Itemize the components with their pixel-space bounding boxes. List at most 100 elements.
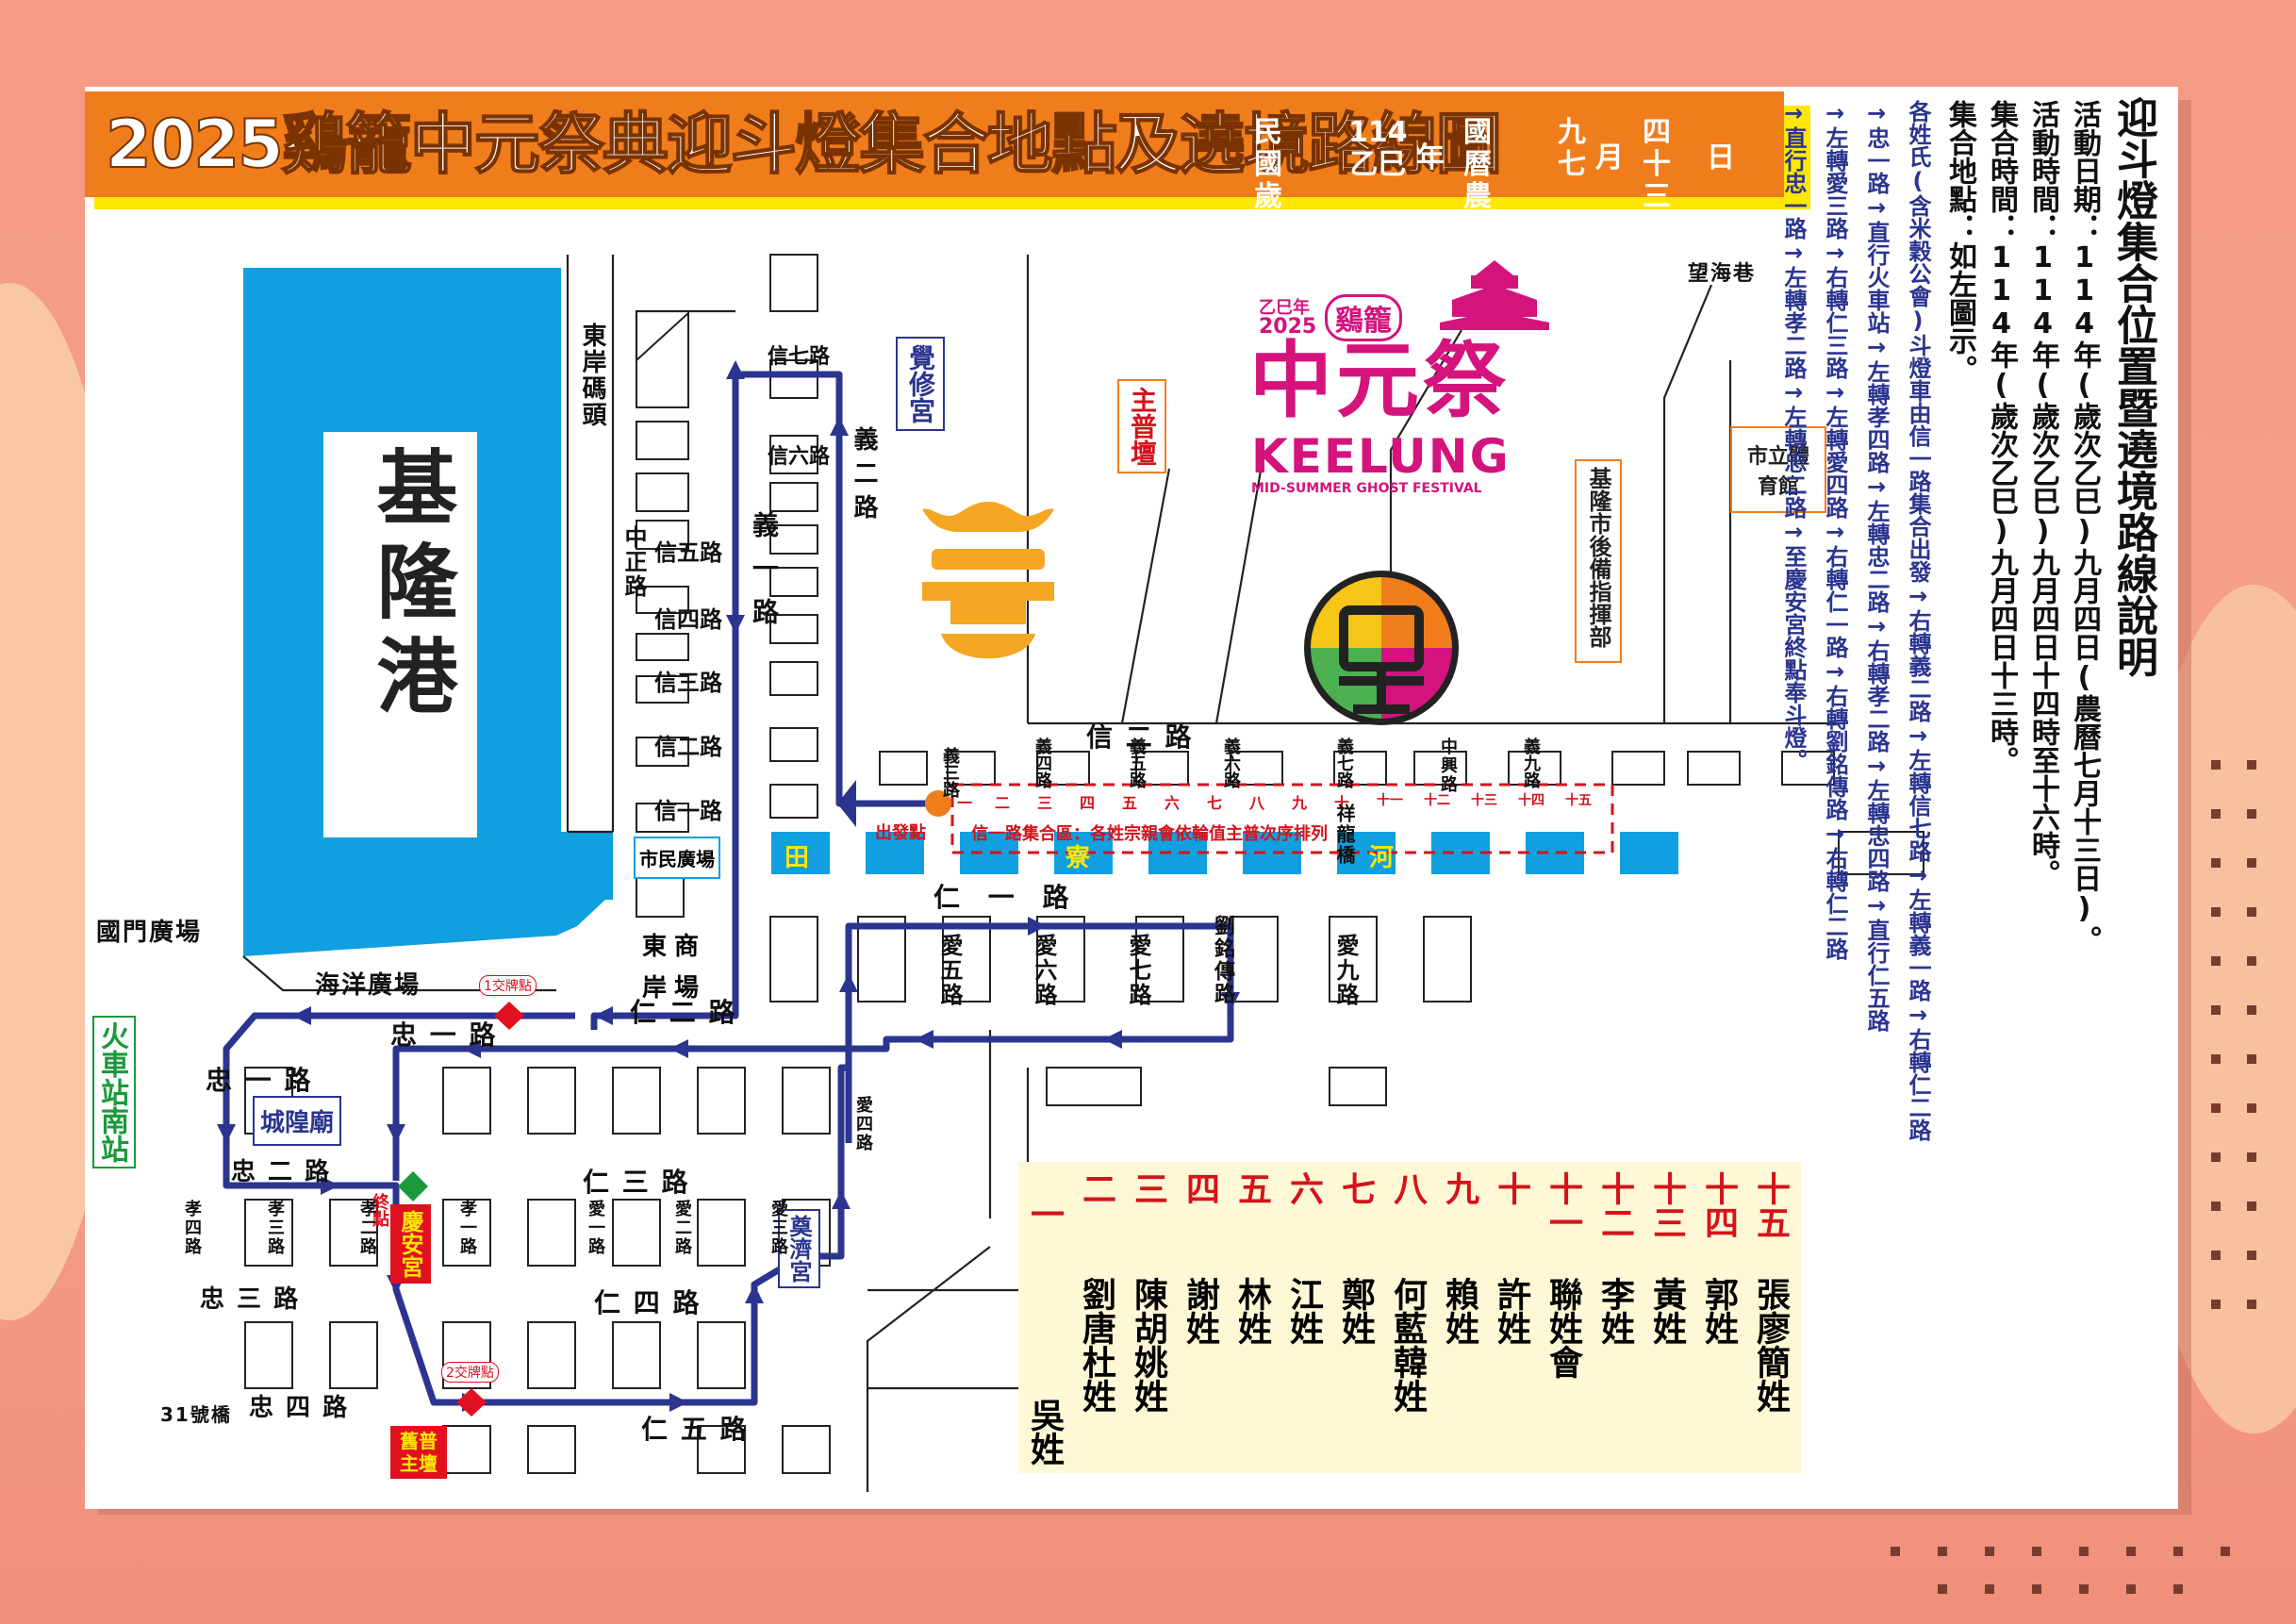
- header-bar: [85, 91, 1784, 197]
- bridge31-label: 31號橋: [160, 1403, 232, 1426]
- day-lunar: 十三: [1643, 148, 1671, 213]
- dongan-pier-label: 東岸碼頭: [578, 323, 606, 428]
- slot-number: 十一: [1377, 793, 1403, 808]
- info-route-3: →左轉愛三路→右轉仁三路→左轉愛四路→右轉仁一路→右轉劉銘傳路→右轉仁二路: [1822, 100, 1848, 960]
- assembly-zone: [950, 783, 1614, 854]
- road-ai3: 愛三路: [768, 1200, 788, 1256]
- legend-number: 十二: [1595, 1171, 1634, 1239]
- crossing-1-diamond: [494, 1002, 524, 1030]
- legend-name: 鄭姓: [1336, 1277, 1375, 1345]
- slot-number: 二: [995, 794, 1011, 812]
- info-route-1: 各姓氏(含米穀公會)斗燈車由信一路集合出發→右轉義二路→左轉信七路→左轉義一路→…: [1905, 100, 1931, 1141]
- train-south-label: 火車站南站: [92, 1016, 136, 1168]
- juexiu-label: 覺修宮: [896, 337, 945, 431]
- day-national: 四: [1643, 116, 1671, 149]
- era-roc: 民國: [1254, 116, 1282, 181]
- start-label: 出發點: [875, 823, 926, 843]
- legend-name: 郭姓: [1699, 1277, 1738, 1345]
- zhongzheng-label: 中正路: [620, 525, 647, 599]
- dongshang-label: 東商岸場: [641, 933, 706, 1003]
- info-panel: 迎斗燈集合位置暨遶境路線說明 活動日期：114年(歲次乙巳)九月四日(農曆七月十…: [1780, 96, 2159, 1492]
- legend-number: 一: [1025, 1197, 1064, 1231]
- zhupu-label: 主普壇: [1117, 379, 1166, 473]
- road-yi5: 義五路: [1127, 737, 1147, 788]
- tianliao-1: 田: [785, 844, 810, 872]
- wanghai-label: 望海巷: [1688, 262, 1757, 286]
- road-yi7: 義七路: [1334, 737, 1354, 788]
- citizen-plaza-label: 市民廣場: [634, 837, 720, 879]
- endpoint-diamond: [398, 1171, 428, 1201]
- legend-name: 謝姓: [1181, 1277, 1219, 1345]
- slot-number: 十: [1334, 794, 1350, 812]
- month-lunar: 七: [1558, 148, 1586, 181]
- temple-icon: [1440, 260, 1549, 330]
- road-zhong4: 忠 四 路: [249, 1394, 350, 1422]
- era-cycle: 歲次: [1254, 180, 1282, 245]
- clan-emblem-icon: [922, 502, 1054, 659]
- legend-number: 十一: [1544, 1171, 1582, 1239]
- month-char: 月: [1595, 141, 1624, 174]
- road-yi9: 義九路: [1521, 737, 1541, 788]
- legend-name: 聯姓會: [1544, 1277, 1582, 1379]
- road-xiao2: 孝二路: [357, 1200, 377, 1256]
- qingan-label: 慶安宮: [390, 1204, 431, 1284]
- crossing-1-label: 1交牌點: [479, 975, 537, 996]
- gym-label: 市立體育館: [1730, 426, 1826, 513]
- road-ren1: 仁 一 路: [933, 882, 1079, 913]
- legend-number: 二: [1077, 1171, 1115, 1205]
- endpoint-label: 終點: [370, 1193, 389, 1227]
- road-xin3: 信三路: [654, 670, 722, 696]
- logo-sub: MID-SUMMER GHOST FESTIVAL: [1251, 481, 1482, 496]
- road-ren3: 仁 三 路: [583, 1167, 690, 1198]
- road-liuming: 劉銘傳路: [1211, 915, 1234, 1005]
- slot-number: 七: [1207, 794, 1223, 812]
- tianliao-2: 寮: [1065, 844, 1091, 872]
- legend-number: 十五: [1751, 1171, 1790, 1239]
- info-route-4: →直行忠一路→左轉孝二路→左轉忠二路→至慶安宮終點奉斗燈。: [1780, 100, 1807, 771]
- cal-national: 國曆: [1463, 116, 1492, 181]
- legend-number: 五: [1232, 1171, 1271, 1205]
- oldzhupu-label: 舊普主壇: [390, 1426, 447, 1479]
- road-ai5: 愛五路: [936, 934, 963, 1007]
- slot-number: 四: [1080, 794, 1096, 812]
- road-ai6: 愛六路: [1031, 934, 1057, 1007]
- header-title: 2025鷄籠中元祭典迎斗燈集合地點及遶境路線圖: [105, 105, 1503, 184]
- assembly-slot-numbers: 一 二 三 四 五 六 七 八 九 十 十一 十二 十三 十四 十五: [957, 787, 1617, 820]
- legend-name: 黃姓: [1647, 1277, 1686, 1345]
- info-route-2: →忠一路→直行火車站→左轉孝四路→左轉忠二路→右轉孝二路→左轉忠四路→直行仁五路: [1863, 100, 1890, 1032]
- legend-name: 何藍韓姓: [1388, 1277, 1427, 1413]
- road-ren4: 仁 四 路: [594, 1287, 702, 1318]
- month-national: 九: [1558, 116, 1586, 149]
- year-ganzhi: 乙巳: [1349, 148, 1407, 181]
- ocean-plaza-label: 海洋廣場: [315, 971, 421, 1000]
- day-char: 日: [1707, 141, 1735, 174]
- road-xiao3: 孝三路: [265, 1200, 285, 1256]
- logo-keelung: KEELUNG: [1251, 429, 1511, 484]
- road-xiao1: 孝一路: [457, 1200, 477, 1256]
- logo-main: 中元祭: [1249, 332, 1511, 429]
- road-xin4: 信四路: [654, 606, 722, 633]
- slot-number: 十三: [1471, 793, 1497, 808]
- slot-number: 五: [1122, 794, 1138, 812]
- legend-names-row: 吳姓 劉唐杜姓 陳胡姚姓 謝姓 林姓 江姓 鄭姓 何藍韓姓 賴姓 許姓 聯姓會 …: [1018, 1277, 1801, 1466]
- start-point-dot: [925, 790, 951, 817]
- tianliao-river: [771, 832, 1678, 874]
- legend-numbers-row: 一 二 三 四 五 六 七 八 九 十 十一 十二 十三 十四 十五: [1018, 1171, 1801, 1256]
- legend-name: 劉唐杜姓: [1077, 1277, 1115, 1413]
- info-gather-time: 集合時間：114年(歲次乙巳)九月四日十三時。: [1985, 100, 2018, 774]
- year-number: 114: [1348, 116, 1408, 149]
- road-yi6: 義六路: [1221, 737, 1241, 788]
- legend-name: 江姓: [1284, 1277, 1323, 1345]
- road-xiao4: 孝四路: [182, 1200, 202, 1256]
- command-label: 基隆市後備指揮部: [1575, 459, 1622, 663]
- legend-number: 八: [1388, 1171, 1427, 1205]
- legend-number: 十四: [1699, 1171, 1738, 1239]
- crossing-2-label: 2交牌點: [441, 1362, 499, 1383]
- logo-small-year-label: 乙巳年: [1259, 298, 1310, 318]
- legend-number: 六: [1284, 1171, 1323, 1205]
- assembly-label: 信一路集合區：各姓宗親會依輪值主普次序排列: [971, 824, 1328, 844]
- legend-name: 林姓: [1232, 1277, 1271, 1345]
- road-ai7: 愛七路: [1125, 934, 1151, 1007]
- guomen-plaza-label: 國門廣場: [96, 919, 203, 947]
- info-time: 活動時間：114年(歲次乙巳)九月四日十四時至十六時。: [2026, 100, 2059, 887]
